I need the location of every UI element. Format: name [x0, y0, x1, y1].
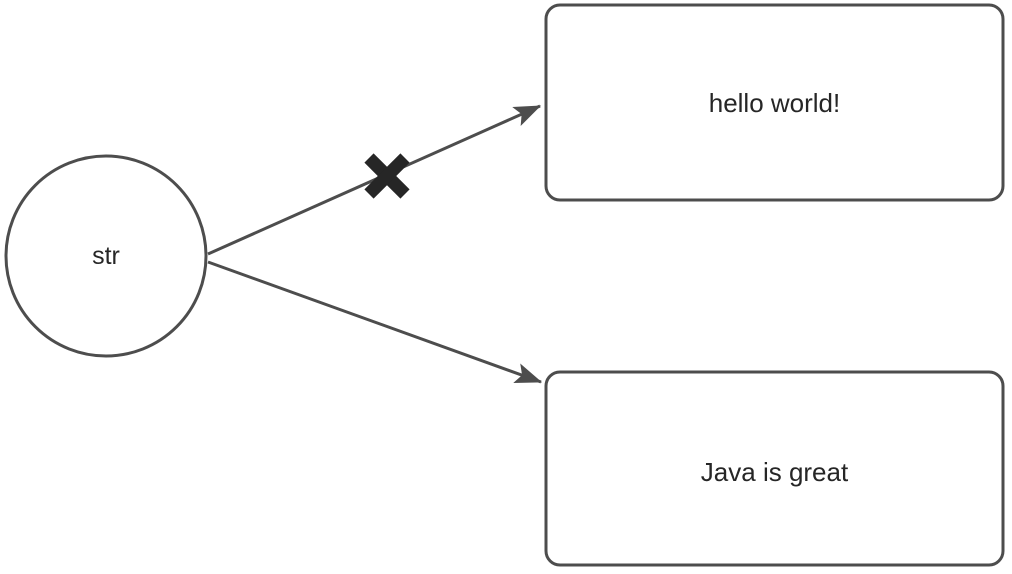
node-str-label: str — [92, 242, 120, 270]
node-hello-world-box[interactable] — [544, 3, 1005, 202]
node-java-is-great-label: Java is great — [700, 457, 849, 487]
cross-icon — [364, 153, 410, 199]
node-java-is-great-box[interactable] — [544, 370, 1005, 567]
edge-str-to-java-is-great[interactable] — [207, 260, 543, 384]
node-str-circle[interactable] — [4, 154, 208, 358]
node-hello-world-label: hello world! — [708, 88, 841, 118]
